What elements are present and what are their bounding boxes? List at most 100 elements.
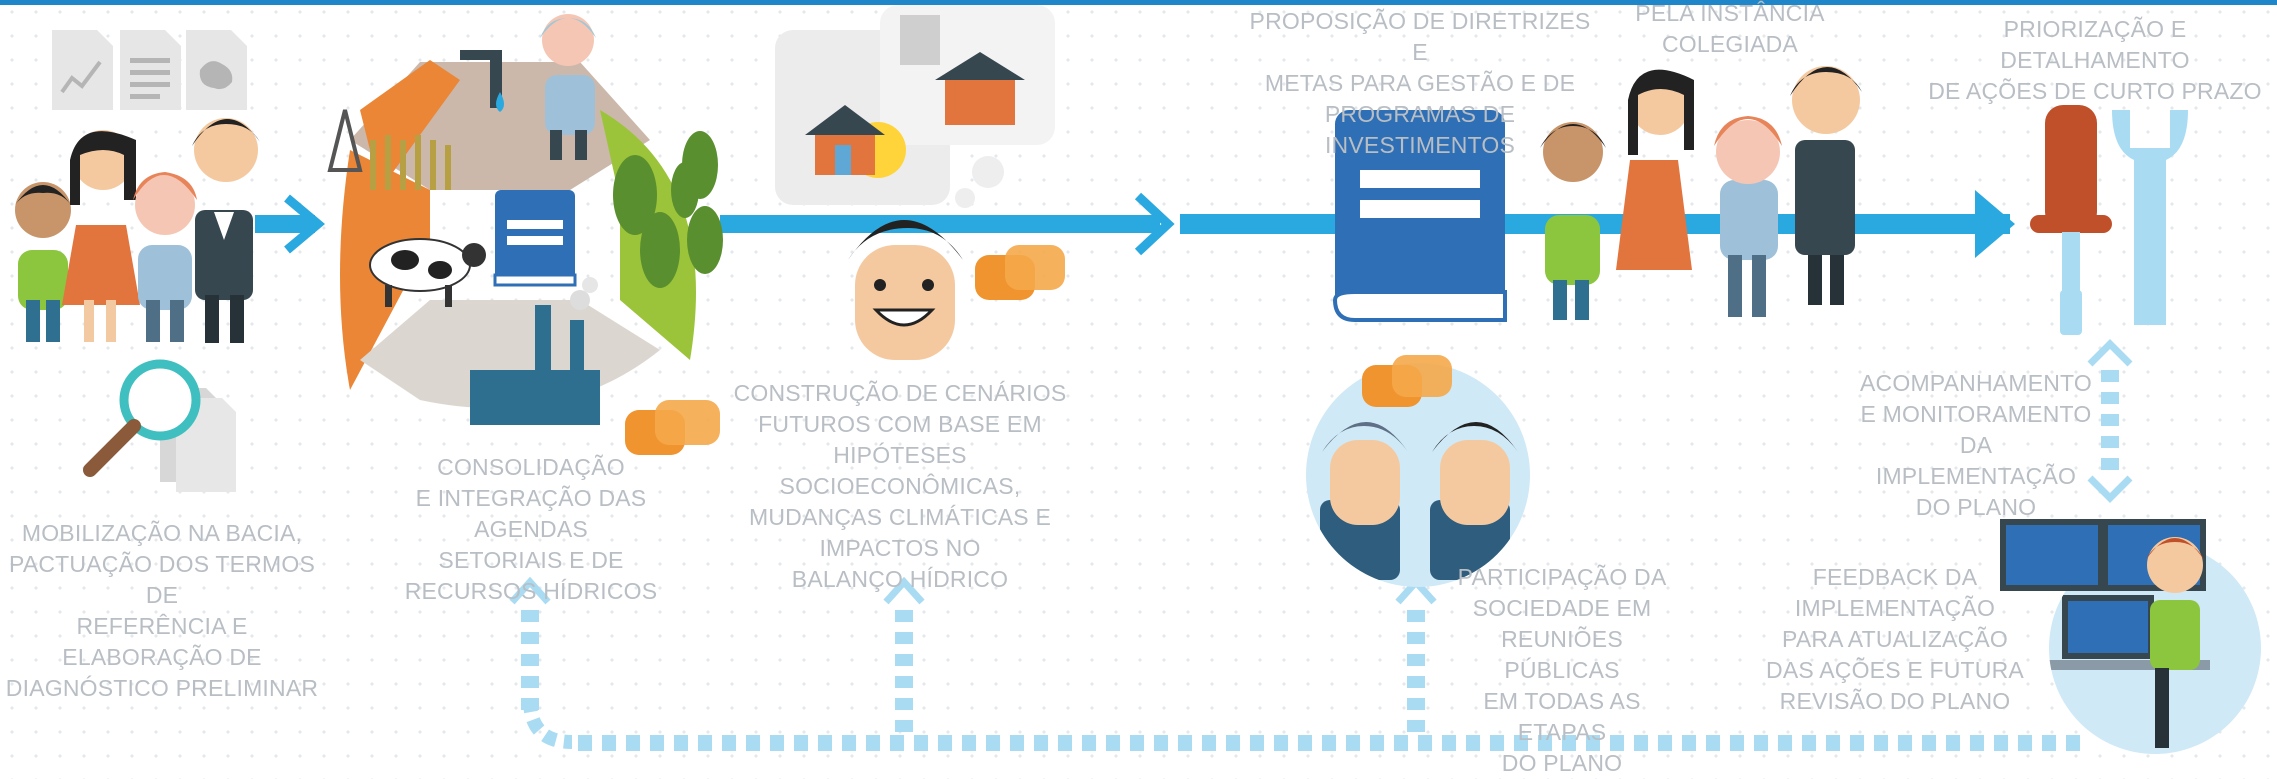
feedback-dash bbox=[2101, 414, 2119, 426]
feedback-dash bbox=[674, 735, 688, 751]
feedback-dash bbox=[1514, 735, 1528, 751]
tools-icon bbox=[2030, 105, 2188, 335]
feedback-dash bbox=[1922, 735, 1936, 751]
feedback-dash bbox=[1407, 632, 1425, 644]
document-chart-icon bbox=[52, 30, 113, 110]
feedback-dash bbox=[1407, 720, 1425, 732]
feedback-dash bbox=[1322, 735, 1336, 751]
feedback-dash bbox=[698, 735, 712, 751]
feedback-dash bbox=[890, 735, 904, 751]
feedback-dash bbox=[2101, 458, 2119, 470]
feedback-dash bbox=[1407, 676, 1425, 688]
feedback-dash bbox=[1586, 735, 1600, 751]
feedback-dash bbox=[2101, 436, 2119, 448]
feedback-dash bbox=[1634, 735, 1648, 751]
feedback-dash bbox=[1082, 735, 1096, 751]
feedback-dash bbox=[1407, 654, 1425, 666]
feedback-dash bbox=[1250, 735, 1264, 751]
feedback-dash bbox=[1274, 735, 1288, 751]
feedback-dash bbox=[650, 735, 664, 751]
feedback-dash bbox=[1346, 735, 1360, 751]
feedback-dash bbox=[1730, 735, 1744, 751]
feedback-dash bbox=[1490, 735, 1504, 751]
feedback-dash bbox=[1682, 735, 1696, 751]
speech-bubble-icon bbox=[975, 245, 1065, 300]
feedback-dash bbox=[1106, 735, 1120, 751]
feedback-dash bbox=[1970, 735, 1984, 751]
feedback-dash bbox=[938, 735, 952, 751]
feedback-dash bbox=[1202, 735, 1216, 751]
feedback-dash bbox=[866, 735, 880, 751]
feedback-dash bbox=[1370, 735, 1384, 751]
feedback-dash bbox=[1034, 735, 1048, 751]
label-priorizacao: PRIORIZAÇÃO E DETALHAMENTO DE AÇÕES DE C… bbox=[1928, 16, 2262, 104]
feedback-dash bbox=[1010, 735, 1024, 751]
label-acompanhamento: ACOMPANHAMENTO E MONITORAMENTO DA IMPLEM… bbox=[1860, 370, 2092, 520]
feedback-dash bbox=[1407, 698, 1425, 710]
feedback-dash bbox=[770, 735, 784, 751]
feedback-dash bbox=[1946, 735, 1960, 751]
label-participacao: PARTICIPAÇÃO DA SOCIEDADE EM REUNIÕES PÚ… bbox=[1457, 564, 1667, 776]
feedback-dash bbox=[895, 610, 913, 622]
computer-worker-icon bbox=[2000, 519, 2261, 754]
face-icon bbox=[848, 220, 963, 360]
document-text-icon bbox=[120, 30, 181, 110]
feedback-dash bbox=[1850, 735, 1864, 751]
feedback-dash bbox=[1130, 735, 1144, 751]
feedback-dash bbox=[521, 632, 539, 644]
feedback-dash bbox=[1226, 735, 1240, 751]
feedback-dash bbox=[1658, 735, 1672, 751]
feedback-dash bbox=[1394, 735, 1408, 751]
feedback-dash bbox=[895, 654, 913, 666]
feedback-dash bbox=[818, 735, 832, 751]
label-consolidacao: CONSOLIDAÇÃO E INTEGRAÇÃO DAS AGENDAS SE… bbox=[404, 454, 658, 604]
public-meeting-icon bbox=[1306, 355, 1530, 587]
feedback-loop bbox=[509, 339, 2133, 751]
speech-bubble-icon bbox=[625, 400, 720, 455]
feedback-dash bbox=[1706, 735, 1720, 751]
feedback-dash bbox=[2066, 735, 2080, 751]
feedback-dash bbox=[1610, 735, 1624, 751]
feedback-dash bbox=[1874, 735, 1888, 751]
feedback-dash bbox=[1154, 735, 1168, 751]
book-icon bbox=[1332, 110, 1507, 322]
feedback-dash bbox=[1778, 735, 1792, 751]
feedback-dash bbox=[746, 735, 760, 751]
feedback-dash bbox=[1802, 735, 1816, 751]
feedback-dash bbox=[578, 735, 592, 751]
feedback-dash bbox=[986, 735, 1000, 751]
top-bar bbox=[0, 0, 2277, 5]
wheel-infographic bbox=[327, 14, 723, 425]
people-group-left bbox=[15, 118, 260, 343]
label-cenarios: CONSTRUÇÃO DE CENÁRIOS FUTUROS COM BASE … bbox=[733, 380, 1067, 592]
magnifier-icon bbox=[83, 359, 236, 492]
process-diagram bbox=[15, 5, 2261, 754]
feedback-dash bbox=[602, 735, 616, 751]
feedback-dash bbox=[521, 676, 539, 688]
feedback-dash bbox=[1298, 735, 1312, 751]
feedback-dash bbox=[1442, 735, 1456, 751]
label-proposicao: PROPOSIÇÃO DE DIRETRIZES E METAS PARA GE… bbox=[1249, 8, 1591, 158]
feedback-dash bbox=[1466, 735, 1480, 751]
document-map-icon bbox=[186, 30, 247, 110]
feedback-dash bbox=[895, 698, 913, 710]
feedback-dash bbox=[521, 654, 539, 666]
feedback-dash bbox=[521, 610, 539, 622]
feedback-dash bbox=[1538, 735, 1552, 751]
feedback-dash bbox=[1994, 735, 2008, 751]
label-instancia: PELA INSTÂNCIA COLEGIADA bbox=[1635, 0, 1825, 57]
feedback-dash bbox=[2101, 392, 2119, 404]
feedback-dash bbox=[1826, 735, 1840, 751]
feedback-dash bbox=[1178, 735, 1192, 751]
feedback-dash bbox=[895, 676, 913, 688]
feedback-dash bbox=[914, 735, 928, 751]
feedback-dash bbox=[842, 735, 856, 751]
feedback-dash bbox=[1418, 735, 1432, 751]
people-group-colegiada bbox=[1540, 66, 1862, 320]
feedback-dash bbox=[895, 720, 913, 732]
feedback-dash bbox=[722, 735, 736, 751]
feedback-dash bbox=[2101, 370, 2119, 382]
feedback-dash bbox=[1407, 610, 1425, 622]
label-mobilizacao: MOBILIZAÇÃO NA BACIA, PACTUAÇÃO DOS TERM… bbox=[5, 520, 319, 701]
feedback-dash bbox=[626, 735, 640, 751]
